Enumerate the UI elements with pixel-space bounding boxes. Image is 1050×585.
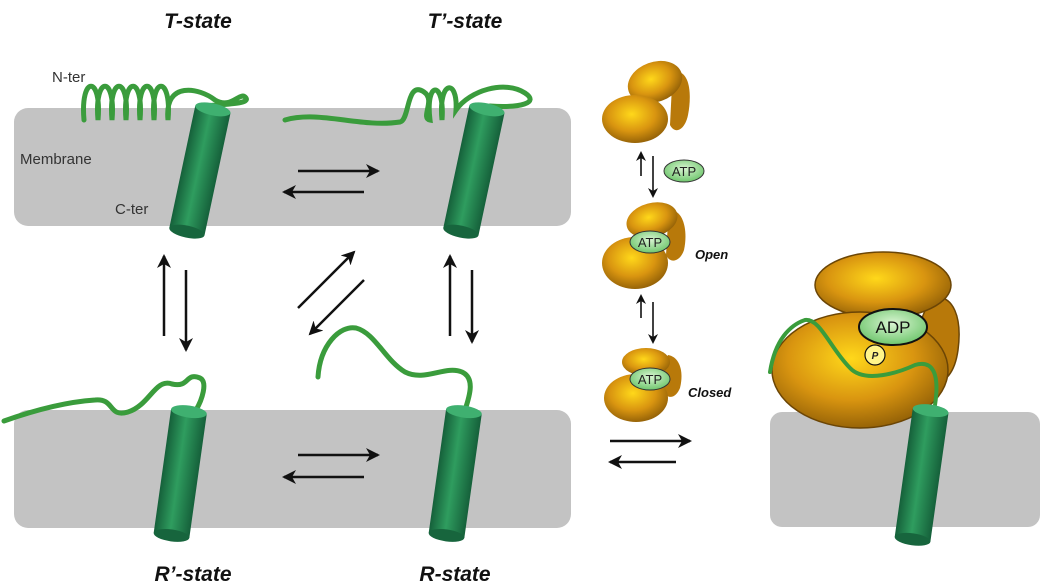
open-label: Open <box>695 247 728 262</box>
transmembrane-helix-cylinder <box>153 405 207 542</box>
kinase-complex: ADP P <box>768 251 960 546</box>
kinase-arrows-2 <box>636 294 658 344</box>
equilibrium-arrows-rprime-r <box>282 448 380 484</box>
kinase-arrows-1 <box>636 151 658 198</box>
n-ter-label: N-ter <box>52 69 85 86</box>
bound-tail <box>768 318 939 407</box>
r-state-protein <box>315 325 482 542</box>
phosphate-label: P <box>872 351 879 362</box>
equilibrium-arrows-binding <box>608 434 692 469</box>
r-state-title: R-state <box>419 563 491 585</box>
equilibrium-arrows-diagonal <box>297 250 365 336</box>
n-terminal-tail <box>1 374 207 424</box>
membrane-label: Membrane <box>20 151 92 168</box>
atp-label: ATP <box>672 164 696 179</box>
transmembrane-helix-cylinder <box>443 102 505 239</box>
transmembrane-helix-cylinder <box>428 405 482 542</box>
atp-bound-closed: ATP <box>638 372 662 387</box>
t-prime-state-title: T’-state <box>428 10 503 33</box>
t-prime-state-protein <box>282 84 533 239</box>
kinase-closed: ATP <box>604 348 682 422</box>
n-terminal-helix <box>282 84 533 126</box>
kinase-open: ATP <box>602 202 686 289</box>
r-prime-state-protein <box>1 374 207 542</box>
transmembrane-helix-cylinder <box>169 102 231 239</box>
atp-bound-open: ATP <box>638 235 662 250</box>
c-ter-label: C-ter <box>115 201 148 218</box>
r-prime-state-title: R’-state <box>154 563 231 585</box>
membrane-top <box>14 108 571 226</box>
closed-label: Closed <box>688 385 732 400</box>
n-terminal-tail <box>315 325 473 413</box>
equilibrium-arrows-t-rprime <box>157 254 193 352</box>
complex-transmembrane-cylinder <box>894 404 949 546</box>
atp-free: ATP <box>663 159 705 183</box>
n-terminal-helix <box>81 84 249 123</box>
kinase-apo <box>602 60 690 143</box>
t-state-protein <box>81 84 249 239</box>
equilibrium-arrows-tprime-r <box>443 254 479 344</box>
membrane-bottom <box>14 410 571 528</box>
t-state-title: T-state <box>164 10 232 33</box>
equilibrium-arrows-t-tprime <box>282 164 380 199</box>
adp-label: ADP <box>876 318 911 337</box>
